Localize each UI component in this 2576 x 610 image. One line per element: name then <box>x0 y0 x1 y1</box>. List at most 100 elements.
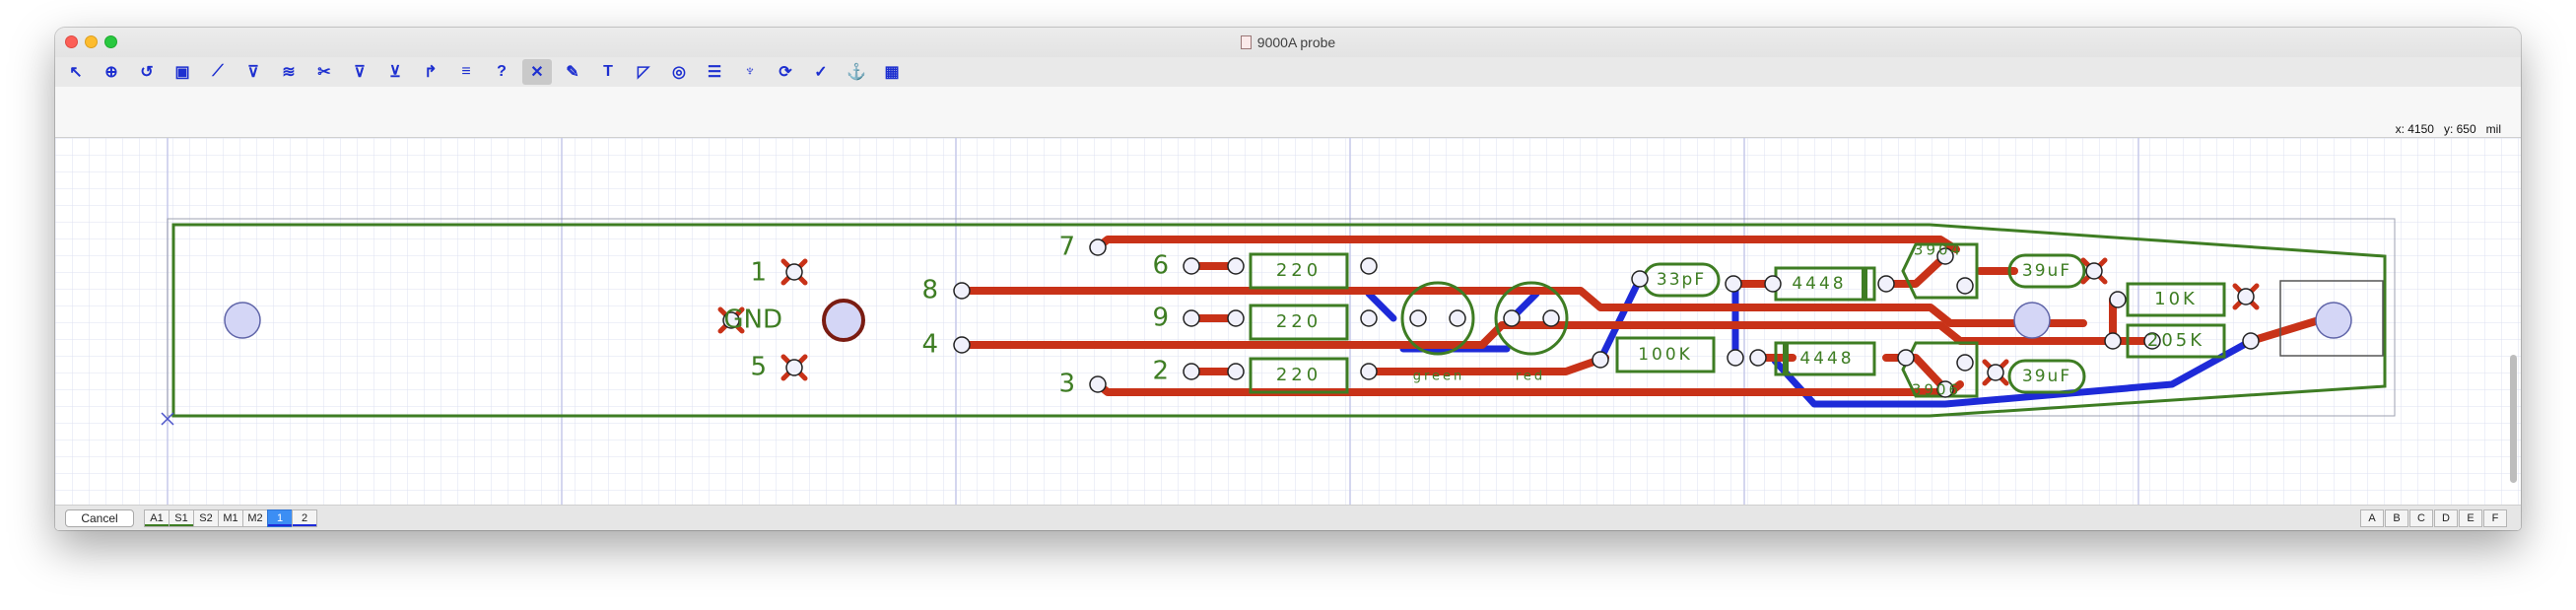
chip-icon[interactable]: ▣ <box>174 64 190 81</box>
capacitor-outline <box>2007 359 2086 394</box>
help-icon[interactable]: ? <box>497 63 507 80</box>
bus-icon[interactable]: ☰ <box>707 64 722 81</box>
layer-tab[interactable]: M1 <box>218 509 243 527</box>
component-label-q2: 3906 <box>1912 381 1961 399</box>
layer-letter-button[interactable]: B <box>2385 509 2408 527</box>
layer-tab[interactable]: 2 <box>292 509 317 527</box>
pcb-drawing[interactable]: 1GND5847369222022022033pF100K44484448390… <box>55 138 2521 530</box>
pin-label-p9: 9 <box>1152 304 1169 333</box>
text-icon[interactable]: T <box>603 63 613 80</box>
pad <box>2109 291 2127 308</box>
pen-icon[interactable]: ✎ <box>566 64 579 81</box>
anchor-icon[interactable]: ⚓ <box>847 64 866 81</box>
pad <box>1503 309 1521 327</box>
layer-tab[interactable]: S1 <box>169 509 194 527</box>
document-icon <box>1240 35 1252 49</box>
component-label-r100k: 100K <box>1638 345 1693 365</box>
labels: 1GND5847369222022022033pF100K44484448390… <box>723 233 2204 399</box>
pad <box>1877 275 1895 293</box>
ic-icon[interactable]: ▦ <box>884 64 900 81</box>
target-icon[interactable]: ◎ <box>672 64 686 81</box>
component-outline <box>1249 304 1349 341</box>
pad <box>1227 309 1245 327</box>
pad-icon[interactable]: ⊻ <box>389 64 401 81</box>
menu-icon[interactable]: ≡ <box>461 63 471 80</box>
pad <box>1956 354 1974 372</box>
vertical-scrollbar[interactable] <box>2510 355 2517 483</box>
layer-letter-button[interactable]: E <box>2459 509 2482 527</box>
refresh-icon[interactable]: ⟳ <box>779 64 792 81</box>
cross-icon[interactable]: ✕ <box>522 59 552 85</box>
title-bar: 9000A probe <box>55 28 2521 57</box>
pin-label-p4: 4 <box>921 330 938 360</box>
probe-icon[interactable]: ♆ <box>744 63 756 80</box>
pad <box>1449 309 1466 327</box>
zoom-window-button[interactable] <box>104 35 117 48</box>
layer-letter-button[interactable]: F <box>2483 509 2507 527</box>
pin-label-p1: 1 <box>750 258 767 288</box>
layer-letter-button[interactable]: C <box>2409 509 2433 527</box>
layer-letter-button[interactable]: D <box>2434 509 2458 527</box>
ground-layer-icon[interactable]: ⊽ <box>247 64 259 81</box>
pin-label-pgnd: GND <box>723 305 782 335</box>
board-edge <box>171 223 2387 418</box>
component-label-r205k: 205K <box>2147 330 2204 351</box>
pad <box>785 359 803 376</box>
top-trace <box>1882 252 1949 288</box>
component-label-c39b: 39uF <box>2022 367 2071 386</box>
pin-label-p7: 7 <box>1058 233 1075 262</box>
window-title-wrap: 9000A probe <box>55 34 2521 50</box>
pad <box>1227 363 1245 380</box>
pad <box>1089 375 1107 393</box>
check-icon[interactable]: ✓ <box>814 64 828 81</box>
fill-icon[interactable]: ⊽ <box>354 64 366 81</box>
pad <box>2085 262 2103 280</box>
rotate-icon[interactable]: ↺ <box>140 64 154 81</box>
minimize-window-button[interactable] <box>85 35 98 48</box>
cut-icon[interactable]: ✂ <box>317 64 331 81</box>
component-label-r2: 220 <box>1276 311 1322 332</box>
toolbar: ↖ ⊕ ↺ ▣ ⟋ ⊽ ≋ ✂ ⊽ ⊻ ↱ ≡? ✕ ✎ T ◸ ◎ ☰ ♆ ⟳ ✓ ⚓ ▦ <box>55 57 2521 87</box>
component-outline <box>1249 252 1349 290</box>
layer-tab[interactable]: M2 <box>242 509 268 527</box>
component-label-led_green: green <box>1413 370 1465 384</box>
layer-letter-button[interactable]: A <box>2360 509 2384 527</box>
pad <box>1360 257 1378 275</box>
cancel-button[interactable]: Cancel <box>65 509 134 527</box>
pad <box>1542 309 1560 327</box>
close-window-button[interactable] <box>65 35 78 48</box>
top-trace <box>1882 354 1949 393</box>
pad <box>1360 363 1378 380</box>
y-coordinate: y: 650 <box>2443 122 2476 136</box>
pad <box>1227 257 1245 275</box>
component-label-led_red: red <box>1516 370 1545 384</box>
layer-tab[interactable]: 1 <box>267 509 293 527</box>
mounting-hole <box>822 299 865 342</box>
pad <box>2104 332 2122 350</box>
pad <box>785 263 803 281</box>
component-label-d2: 4448 <box>1799 349 1854 369</box>
pin-label-p6: 6 <box>1152 251 1169 281</box>
pad <box>1897 349 1915 367</box>
route-icon[interactable]: ≋ <box>282 64 296 81</box>
bottom-trace <box>1596 275 1644 364</box>
layer-tab[interactable]: A1 <box>144 509 169 527</box>
window-title: 9000A probe <box>1256 34 1336 50</box>
pad <box>953 282 971 300</box>
zoom-icon[interactable]: ⊕ <box>104 64 118 81</box>
component-label-r3: 220 <box>1276 365 1322 385</box>
corner-icon[interactable]: ◸ <box>637 64 650 81</box>
pad <box>1749 349 1767 367</box>
component-outline <box>2126 323 2226 359</box>
arrow-pointer-icon[interactable]: ↖ <box>69 64 83 81</box>
pad <box>1183 257 1200 275</box>
mounting-hole <box>2013 302 2051 339</box>
curve-icon[interactable]: ↱ <box>424 64 438 81</box>
wire-icon[interactable]: ⟋ <box>212 63 224 80</box>
layer-tab[interactable]: S2 <box>193 509 219 527</box>
pad <box>1936 247 1954 265</box>
component-outline <box>2126 282 2226 317</box>
